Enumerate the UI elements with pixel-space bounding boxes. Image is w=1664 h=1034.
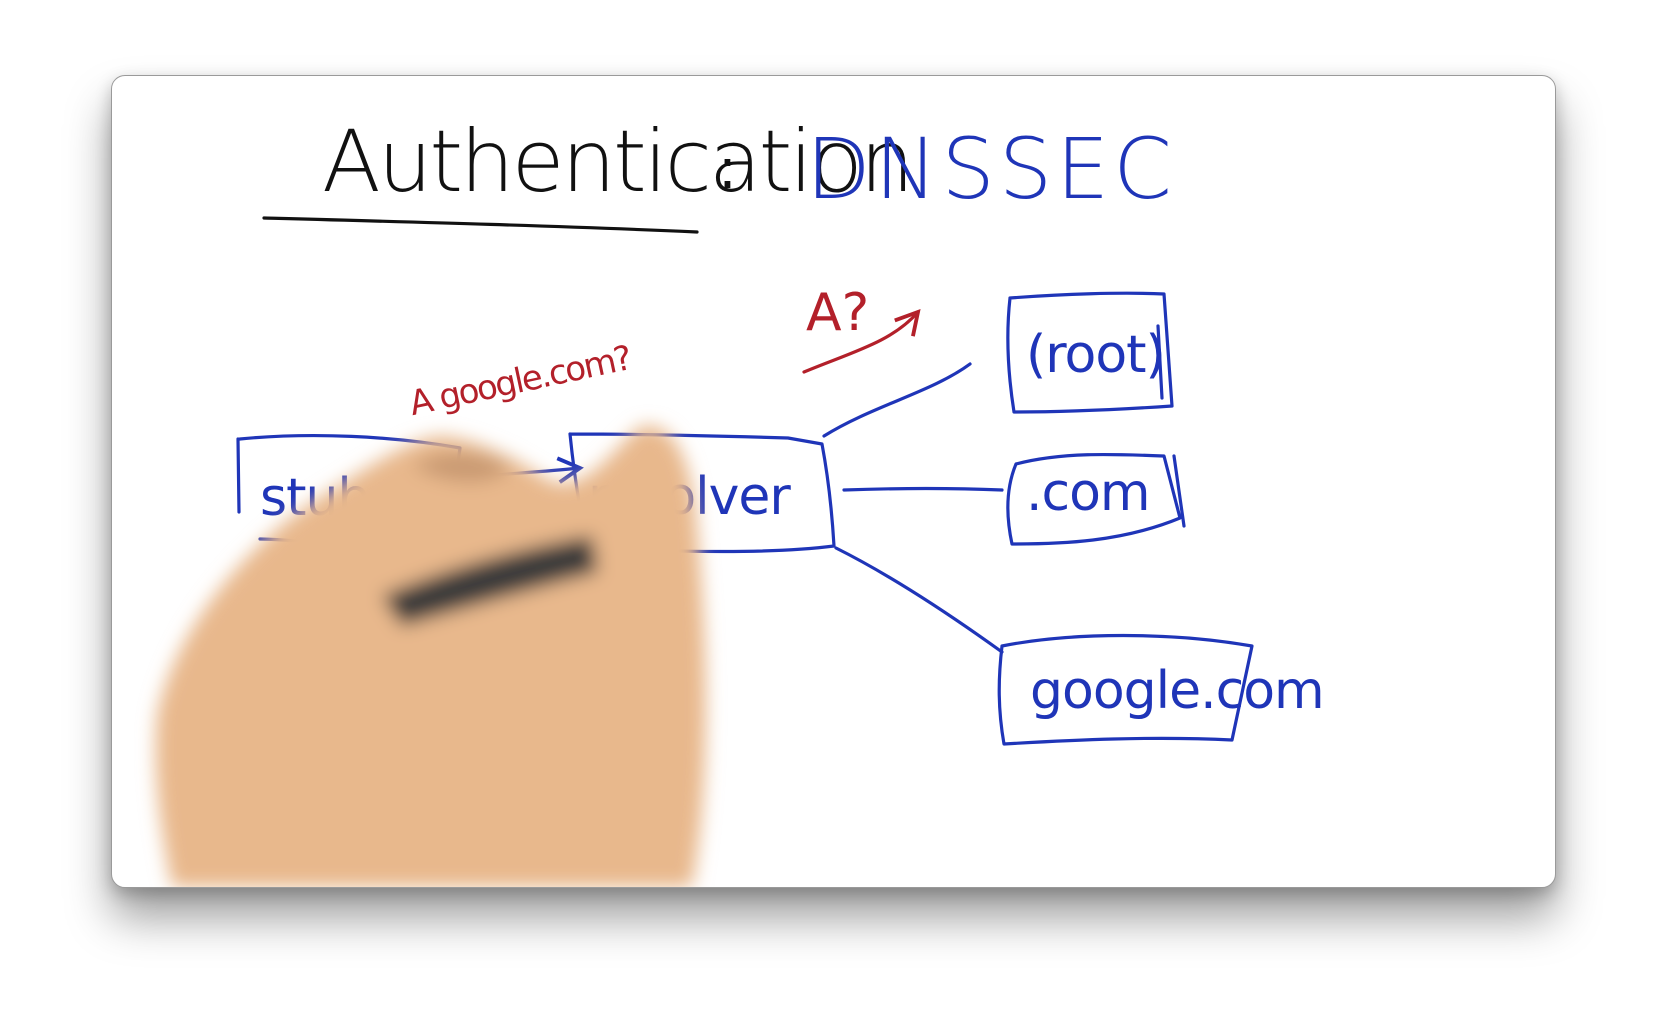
com-label: .com — [1026, 463, 1150, 523]
root-label: (root) — [1026, 325, 1165, 385]
google-box — [997, 633, 1254, 746]
root-node: (root) — [1006, 291, 1174, 414]
query-arrow — [802, 309, 921, 374]
google-node: google.com — [997, 633, 1325, 746]
whiteboard: Authentication : DNSSEC stub resolver A … — [155, 112, 1325, 887]
link-resolver-com — [842, 486, 1004, 492]
com-box — [1006, 452, 1186, 546]
video-frame: Authentication : DNSSEC stub resolver A … — [111, 75, 1556, 888]
root-box — [1006, 291, 1174, 414]
query-resolver-to-servers: A? — [806, 283, 869, 343]
hand-image — [155, 425, 706, 887]
knuckle-shadow — [412, 452, 512, 482]
google-label: google.com — [1030, 661, 1324, 721]
title: Authentication — [322, 112, 911, 212]
subtitle: DNSSEC — [806, 120, 1176, 218]
title-separator: : — [718, 137, 737, 202]
com-node: .com — [1006, 452, 1186, 546]
link-resolver-google — [834, 546, 1004, 654]
title-underline — [262, 216, 699, 234]
marker-shape — [382, 536, 598, 626]
query-stub-to-resolver: A google.com? — [406, 338, 634, 424]
link-resolver-root — [822, 362, 972, 438]
